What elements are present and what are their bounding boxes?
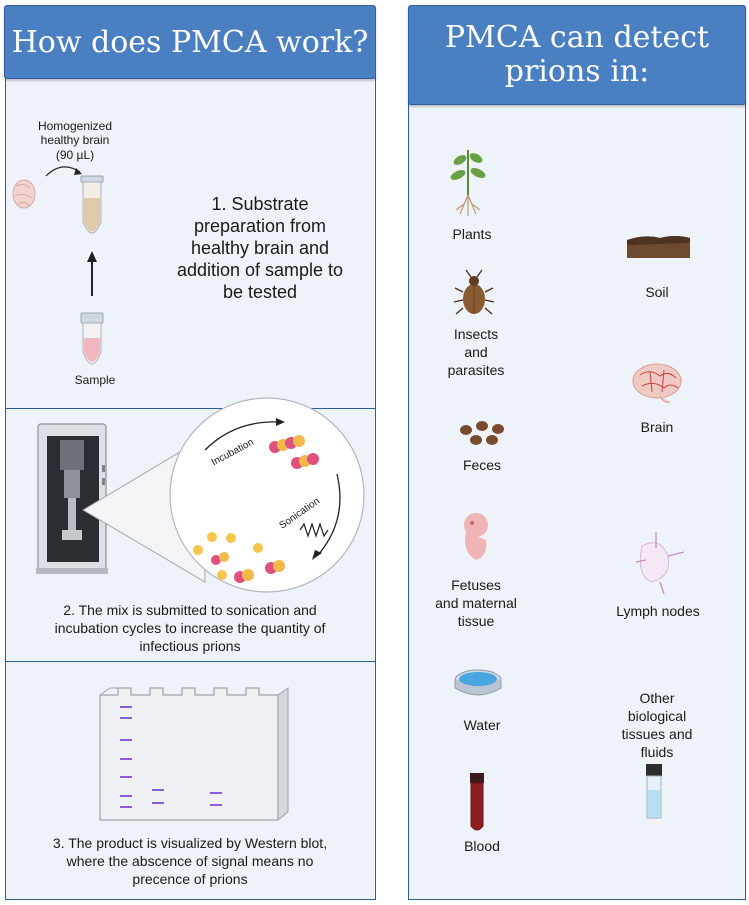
step2-text: 2. The mix is submitted to sonication an…: [54, 602, 326, 654]
right-header-line1: PMCA can detect: [444, 20, 710, 55]
water-dish-icon: [454, 669, 502, 696]
plant-icon: [450, 150, 486, 216]
brain-label: Brain: [640, 419, 674, 435]
insects-label: Insects and parasites: [447, 326, 505, 378]
step2-illustration: [36, 397, 365, 593]
feces-label: Feces: [462, 457, 502, 473]
soil-label: Soil: [645, 284, 669, 300]
soil-icon: [627, 236, 690, 258]
plants-label: Plants: [452, 226, 492, 242]
right-panel: [408, 40, 746, 900]
sample-label: Sample: [74, 373, 116, 387]
step1-illustration: [12, 166, 104, 365]
cycle-circle: [169, 397, 365, 593]
feces-icon: [460, 421, 504, 445]
brain-amount-label: Homogenized healthy brain (90 µL): [37, 119, 113, 162]
vial-icon: [646, 764, 662, 819]
sonicator-machine-icon: [36, 423, 108, 574]
left-header-title: How does PMCA work?: [11, 24, 369, 60]
substrate-tube-icon: [80, 175, 104, 234]
incubation-arrow-icon: [204, 421, 281, 451]
fetuses-label: Fetuses and maternal tissue: [435, 577, 517, 629]
right-header-line2: prions in:: [504, 54, 650, 89]
section-divider-1: [5, 79, 376, 409]
small-brain-icon: [12, 179, 36, 209]
step1-text: 1. Substrate preparation from healthy br…: [176, 194, 344, 302]
lymph-node-icon: [635, 532, 685, 595]
right-header: PMCA can detect prions in:: [408, 5, 746, 105]
western-blot-gel: [99, 687, 289, 822]
blot-bands: [120, 706, 222, 808]
section-divider-2: [5, 409, 376, 662]
left-header: How does PMCA work?: [4, 5, 376, 79]
prion-monomers-bottom: [193, 532, 285, 583]
other-label: Other biological tissues and fluids: [621, 690, 693, 760]
lymph-label: Lymph nodes: [616, 603, 700, 619]
water-label: Water: [463, 717, 501, 733]
sonication-arrow-icon: [317, 473, 341, 556]
prion-aggregate-top: [269, 435, 319, 469]
beetle-icon: [453, 269, 495, 315]
blood-tube-icon: [470, 773, 484, 831]
brain-icon: [632, 363, 682, 403]
blood-label: Blood: [464, 838, 500, 854]
fetus-icon: [464, 513, 488, 560]
sample-tube-icon: [80, 312, 104, 365]
step3-text: 3. The product is visualized by Western …: [52, 835, 328, 887]
